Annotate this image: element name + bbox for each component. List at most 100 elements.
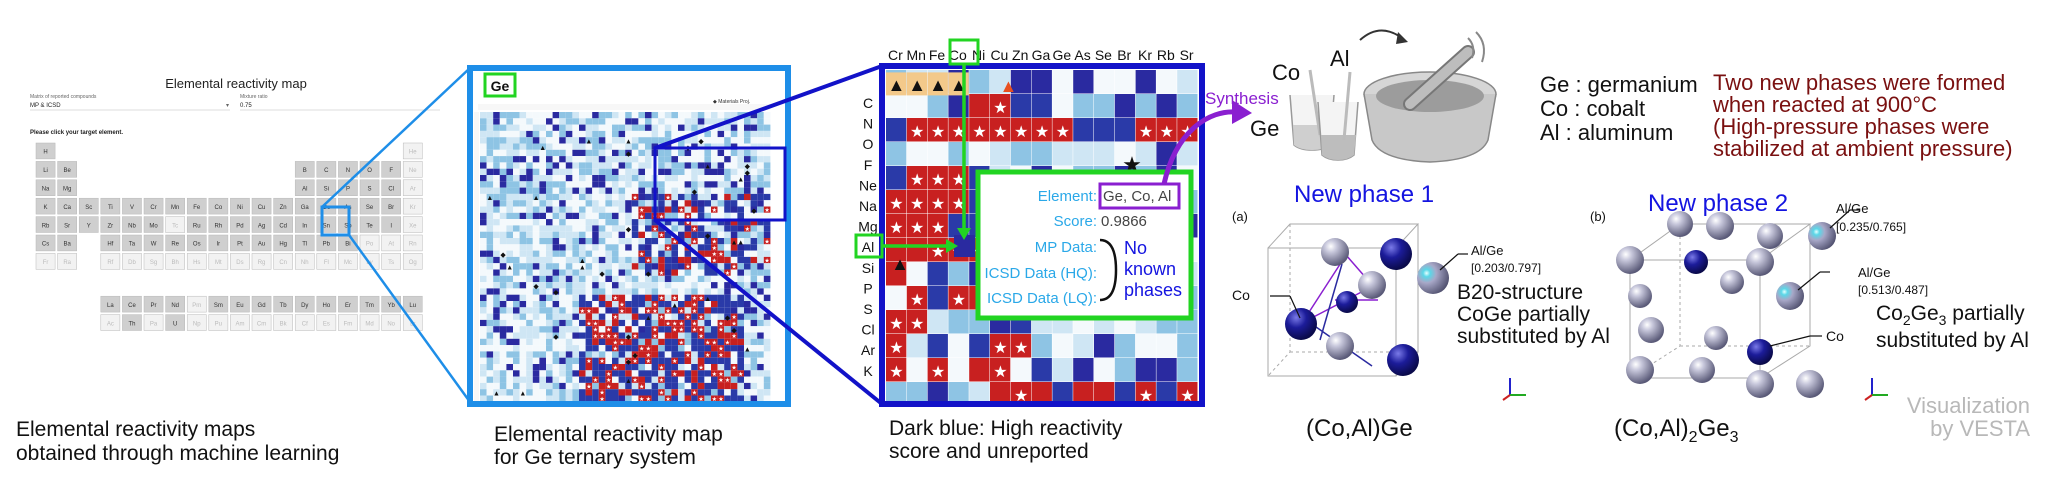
element-cell-si[interactable]: Si [316,179,337,196]
element-cell-no[interactable]: No [381,314,401,331]
element-cell-ti[interactable]: Ti [100,197,121,215]
element-cell-v[interactable]: V [122,197,142,215]
element-cell-fm[interactable]: Fm [338,314,358,331]
element-cell-cu[interactable]: Cu [251,197,272,215]
element-cell-os[interactable]: Os [186,234,207,252]
element-cell-al[interactable]: Al [294,179,315,196]
element-cell-sr[interactable]: Sr [57,216,77,233]
element-cell-cl[interactable]: Cl [381,179,401,196]
element-cell-ba[interactable]: Ba [57,234,77,252]
element-cell-na[interactable]: Na [35,179,56,196]
element-cell-bk[interactable]: Bk [273,314,293,331]
field-value-right[interactable]: 0.75 [240,103,252,109]
element-cell-re[interactable]: Re [165,234,185,252]
element-cell-es[interactable]: Es [316,314,337,331]
element-cell-fl[interactable]: Fl [316,253,337,270]
element-cell-mo[interactable]: Mo [143,216,164,233]
element-cell-ta[interactable]: Ta [122,234,142,252]
element-cell-ag[interactable]: Ag [251,216,272,233]
element-cell-cn[interactable]: Cn [273,253,293,270]
element-cell-rf[interactable]: Rf [100,253,121,270]
element-cell-cm[interactable]: Cm [251,314,272,331]
element-cell-nb[interactable]: Nb [122,216,142,233]
element-cell-cf[interactable]: Cf [294,314,315,331]
element-cell-rh[interactable]: Rh [208,216,229,233]
element-cell-lu[interactable]: Lu [402,295,423,313]
element-cell-te[interactable]: Te [359,216,380,233]
element-cell-tc[interactable]: Tc [165,216,185,233]
element-cell-sn[interactable]: Sn [316,216,337,233]
element-cell-sc[interactable]: Sc [78,197,99,215]
element-cell-md[interactable]: Md [359,314,380,331]
element-cell-am[interactable]: Am [230,314,250,331]
dropdown-chevron-icon[interactable]: ▾ [226,103,229,109]
element-cell-ir[interactable]: Ir [208,234,229,252]
element-cell-pt[interactable]: Pt [230,234,250,252]
element-cell-hg[interactable]: Hg [273,234,293,252]
element-cell-cs[interactable]: Cs [35,234,56,252]
element-cell-li[interactable]: Li [35,161,56,178]
element-cell-po[interactable]: Po [359,234,380,252]
element-cell-pu[interactable]: Pu [208,314,229,331]
element-cell-fr[interactable]: Fr [35,253,56,270]
element-cell-np[interactable]: Np [186,314,207,331]
element-cell-ra[interactable]: Ra [57,253,77,270]
element-cell-fe[interactable]: Fe [186,197,207,215]
element-cell-nh[interactable]: Nh [294,253,315,270]
element-cell-th[interactable]: Th [122,314,142,331]
element-cell-nd[interactable]: Nd [165,295,185,313]
element-cell-ho[interactable]: Ho [316,295,337,313]
element-cell-ru[interactable]: Ru [186,216,207,233]
element-cell-db[interactable]: Db [122,253,142,270]
element-cell-in[interactable]: In [294,216,315,233]
element-cell-ne[interactable]: Ne [402,161,423,178]
element-cell-mc[interactable]: Mc [338,253,358,270]
element-cell-pb[interactable]: Pb [316,234,337,252]
element-cell-eu[interactable]: Eu [230,295,250,313]
element-cell-sm[interactable]: Sm [208,295,229,313]
element-cell-rg[interactable]: Rg [251,253,272,270]
element-cell-s[interactable]: S [359,179,380,196]
element-cell-pa[interactable]: Pa [143,314,164,331]
element-cell-ni[interactable]: Ni [230,197,250,215]
element-cell-f[interactable]: F [381,161,401,178]
element-cell-rb[interactable]: Rb [35,216,56,233]
element-cell-zr[interactable]: Zr [100,216,121,233]
element-cell-be[interactable]: Be [57,161,77,178]
element-cell-hs[interactable]: Hs [186,253,207,270]
element-cell-u[interactable]: U [165,314,185,331]
element-cell-mg[interactable]: Mg [57,179,77,196]
element-cell-zn[interactable]: Zn [273,197,293,215]
element-cell-tb[interactable]: Tb [273,295,293,313]
element-cell-y[interactable]: Y [78,216,99,233]
element-cell-k[interactable]: K [35,197,56,215]
element-cell-kr[interactable]: Kr [402,197,423,215]
element-cell-ac[interactable]: Ac [100,314,121,331]
element-cell-pm[interactable]: Pm [186,295,207,313]
element-cell-w[interactable]: W [143,234,164,252]
element-cell-ds[interactable]: Ds [230,253,250,270]
element-cell-h[interactable]: H [35,142,56,160]
element-cell-p[interactable]: P [338,179,358,196]
field-value-left[interactable]: MP & ICSD [30,103,61,109]
element-cell-br[interactable]: Br [381,197,401,215]
element-cell-mn[interactable]: Mn [165,197,185,215]
element-cell-n[interactable]: N [338,161,358,178]
element-cell-ts[interactable]: Ts [381,253,401,270]
element-cell-tm[interactable]: Tm [359,295,380,313]
element-cell-ca[interactable]: Ca [57,197,77,215]
element-cell-ce[interactable]: Ce [122,295,142,313]
element-cell-ar[interactable]: Ar [402,179,423,196]
element-cell-ga[interactable]: Ga [294,197,315,215]
element-cell-gd[interactable]: Gd [251,295,272,313]
element-cell-au[interactable]: Au [251,234,272,252]
element-cell-rn[interactable]: Rn [402,234,423,252]
element-cell-er[interactable]: Er [338,295,358,313]
element-cell-pd[interactable]: Pd [230,216,250,233]
element-cell-tl[interactable]: Tl [294,234,315,252]
element-cell-pr[interactable]: Pr [143,295,164,313]
element-cell-bh[interactable]: Bh [165,253,185,270]
element-cell-i[interactable]: I [381,216,401,233]
element-cell-og[interactable]: Og [402,253,423,270]
element-cell-se[interactable]: Se [359,197,380,215]
